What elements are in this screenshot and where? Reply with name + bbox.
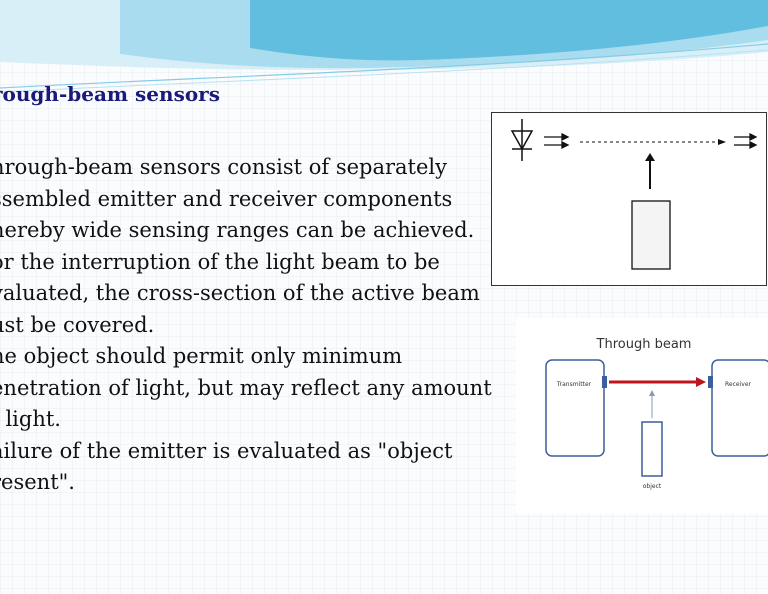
transmitter-lens	[602, 376, 607, 388]
body-line: resent".	[0, 470, 75, 494]
object-arrow	[649, 390, 655, 418]
body-line: he object should permit only minimum	[0, 344, 403, 368]
receiver-label: Receiver	[725, 381, 751, 388]
object-motion-arrow	[645, 153, 655, 189]
through-beam-figure: Through beam Transmitter Receiver object	[516, 318, 768, 514]
body-line: or the interruption of the light beam to…	[0, 249, 440, 274]
body-line: f light.	[0, 407, 61, 431]
object-block	[631, 200, 671, 270]
transmitter-label: Transmitter	[556, 381, 592, 388]
figure-title: Through beam	[596, 337, 692, 352]
received-light-arrows	[734, 132, 758, 150]
emitted-light-arrows	[544, 132, 570, 150]
body-line: ust be covered.	[0, 312, 155, 337]
body-line: ailure of the emitter is evaluated as "o…	[0, 438, 453, 463]
body-text: hrough-beam sensors consist of separatel…	[0, 152, 511, 499]
body-line: hrough-beam sensors consist of separatel…	[0, 155, 447, 179]
body-line: ssembled emitter and receiver components	[0, 186, 453, 211]
through-beam-schematic	[491, 112, 767, 286]
light-beam	[580, 139, 726, 145]
transmitter-box	[545, 359, 605, 457]
object-label: object	[643, 483, 662, 490]
body-line: hereby wide sensing ranges can be achiev…	[0, 218, 475, 242]
body-line: enetration of light, but may reflect any…	[0, 375, 492, 400]
through-beam-drawing: Through beam Transmitter Receiver object	[545, 337, 768, 490]
schematic-drawing	[510, 119, 758, 270]
receiver-lens	[708, 376, 713, 388]
receiver-box	[711, 359, 768, 457]
slide-title: rough-beam sensors	[0, 82, 220, 106]
object-bar	[641, 421, 663, 477]
diode-icon	[510, 119, 534, 161]
body-line: valuated, the cross-section of the activ…	[0, 281, 480, 305]
red-beam-arrow	[609, 377, 706, 387]
header-wave-decoration	[0, 0, 768, 93]
